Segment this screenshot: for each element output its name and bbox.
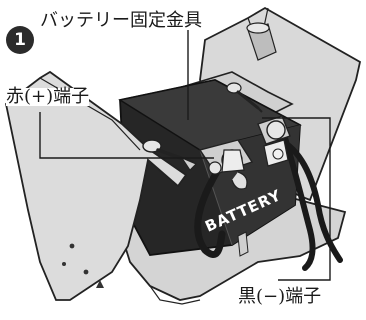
bracket-front-panel (5, 70, 188, 301)
red-terminal-leader-line (39, 112, 214, 159)
red-terminal-label: 赤(+)端子 (6, 86, 90, 107)
bolt-front (142, 139, 197, 171)
red-terminal-connector (198, 139, 254, 190)
fixing-bracket-label: バッテリー固定金具 (40, 10, 202, 31)
red-cable (194, 166, 226, 258)
black-terminal-leader-line (262, 117, 331, 281)
leader-lines (39, 30, 331, 281)
black-terminal-label: 黒(−)端子 (238, 286, 322, 307)
step-number: 1 (14, 30, 26, 50)
step-number-badge: 1 (6, 26, 34, 54)
black-cable (282, 135, 316, 271)
bolt-upper (226, 82, 263, 113)
